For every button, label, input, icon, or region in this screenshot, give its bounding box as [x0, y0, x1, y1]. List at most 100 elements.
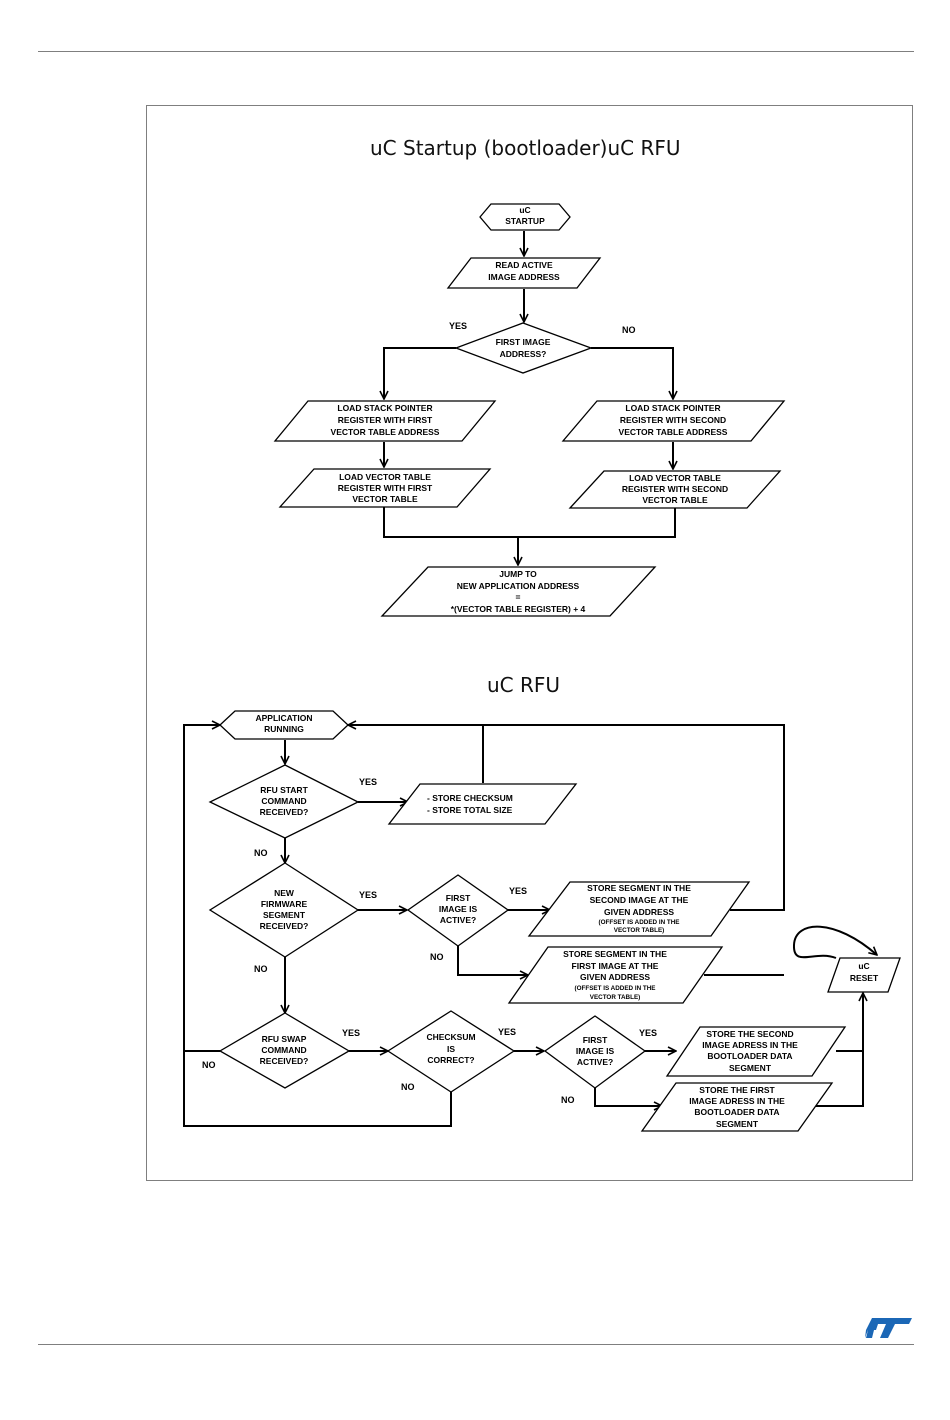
startup-start: uC STARTUP [479, 203, 571, 231]
svg-text:SEGMENT: SEGMENT [729, 1063, 772, 1073]
svg-text:STORE THE SECOND: STORE THE SECOND [706, 1029, 793, 1039]
svg-text:FIRST IMAGE AT THE: FIRST IMAGE AT THE [572, 961, 659, 971]
first-image-decision: FIRST IMAGE ADDRESS? [454, 322, 593, 374]
svg-text:REGISTER WITH FIRST: REGISTER WITH FIRST [338, 483, 433, 493]
svg-text:VECTOR TABLE ADDRESS: VECTOR TABLE ADDRESS [331, 427, 440, 437]
svg-text:GIVEN ADDRESS: GIVEN ADDRESS [580, 972, 650, 982]
rfu-connectors [183, 725, 877, 1127]
svg-text:LOAD STACK POINTER: LOAD STACK POINTER [337, 403, 432, 413]
svg-text:FIRST IMAGE: FIRST IMAGE [496, 337, 551, 347]
svg-text:APPLICATION: APPLICATION [256, 713, 313, 723]
checksum-no: NO [401, 1082, 415, 1092]
startup-yes-label: YES [449, 321, 467, 331]
svg-text:STORE SEGMENT IN THE: STORE SEGMENT IN THE [563, 949, 667, 959]
store-segment-first: STORE SEGMENT IN THE FIRST IMAGE AT THE … [507, 946, 724, 1004]
svg-text:IMAGE ADRESS IN THE: IMAGE ADRESS IN THE [689, 1096, 785, 1106]
svg-text:REGISTER WITH SECOND: REGISTER WITH SECOND [622, 484, 728, 494]
svg-text:IMAGE ADRESS IN THE: IMAGE ADRESS IN THE [702, 1040, 798, 1050]
first-image-active-decision-2: FIRST IMAGE IS ACTIVE? [543, 1015, 647, 1089]
load-vt-first: LOAD VECTOR TABLE REGISTER WITH FIRST VE… [278, 468, 492, 508]
first-active-1-no: NO [430, 952, 444, 962]
svg-text:FIRST: FIRST [583, 1035, 608, 1045]
svg-text:BOOTLOADER DATA: BOOTLOADER DATA [694, 1107, 779, 1117]
svg-text:SEGMENT: SEGMENT [263, 910, 306, 920]
svg-text:=: = [516, 592, 521, 602]
load-sp-first: LOAD STACK POINTER REGISTER WITH FIRST V… [273, 400, 497, 442]
svg-text:COMMAND: COMMAND [261, 1045, 306, 1055]
svg-text:FIRMWARE: FIRMWARE [261, 899, 308, 909]
st-logo [865, 1318, 912, 1338]
svg-text:RUNNING: RUNNING [264, 724, 304, 734]
svg-text:STARTUP: STARTUP [505, 216, 545, 226]
new-firmware-decision: NEW FIRMWARE SEGMENT RECEIVED? [208, 862, 360, 958]
svg-text:IMAGE ADDRESS: IMAGE ADDRESS [488, 272, 560, 282]
svg-text:REGISTER WITH FIRST: REGISTER WITH FIRST [338, 415, 433, 425]
svg-text:SECOND IMAGE AT THE: SECOND IMAGE AT THE [590, 895, 689, 905]
svg-text:IMAGE IS: IMAGE IS [439, 904, 478, 914]
svg-text:NEW APPLICATION ADDRESS: NEW APPLICATION ADDRESS [457, 581, 580, 591]
svg-text:ACTIVE?: ACTIVE? [577, 1057, 613, 1067]
new-fw-yes: YES [359, 890, 377, 900]
rfu-swap-no: NO [202, 1060, 216, 1070]
svg-text:VECTOR TABLE ADDRESS: VECTOR TABLE ADDRESS [619, 427, 728, 437]
svg-text:BOOTLOADER DATA: BOOTLOADER DATA [707, 1051, 792, 1061]
rfu-title: uC RFU [487, 673, 561, 697]
svg-text:ADDRESS?: ADDRESS? [500, 349, 547, 359]
svg-text:FIRST: FIRST [446, 893, 471, 903]
rfu-swap-decision: RFU SWAP COMMAND RECEIVED? [218, 1012, 351, 1089]
svg-text:uC: uC [519, 205, 530, 215]
svg-text:(OFFSET IS ADDED IN THE: (OFFSET IS ADDED IN THE [599, 919, 680, 926]
load-sp-second: LOAD STACK POINTER REGISTER WITH SECOND … [561, 400, 786, 442]
store-segment-second: STORE SEGMENT IN THE SECOND IMAGE AT THE… [527, 881, 751, 937]
svg-text:VECTOR TABLE: VECTOR TABLE [642, 495, 708, 505]
startup-title: uC Startup (bootloader)uC RFU [370, 136, 681, 160]
svg-text:RESET: RESET [850, 973, 879, 983]
store-checksum: - STORE CHECKSUM - STORE TOTAL SIZE [387, 783, 578, 825]
svg-text:STORE SEGMENT IN THE: STORE SEGMENT IN THE [587, 883, 691, 893]
rfu-swap-yes: YES [342, 1028, 360, 1038]
first-active-1-yes: YES [509, 886, 527, 896]
svg-text:JUMP TO: JUMP TO [499, 569, 537, 579]
svg-text:RFU START: RFU START [260, 785, 308, 795]
svg-text:(OFFSET IS ADDED IN THE: (OFFSET IS ADDED IN THE [575, 985, 656, 992]
svg-text:RECEIVED?: RECEIVED? [260, 921, 309, 931]
uc-reset: uC RESET [827, 957, 901, 993]
svg-text:RFU SWAP: RFU SWAP [262, 1034, 307, 1044]
svg-text:COMMAND: COMMAND [261, 796, 306, 806]
first-image-active-decision-1: FIRST IMAGE IS ACTIVE? [406, 874, 510, 947]
header-rule [38, 51, 914, 52]
svg-text:CHECKSUM: CHECKSUM [426, 1032, 475, 1042]
svg-text:- STORE CHECKSUM: - STORE CHECKSUM [427, 793, 513, 803]
svg-text:VECTOR TABLE: VECTOR TABLE [352, 494, 418, 504]
svg-text:STORE THE FIRST: STORE THE FIRST [699, 1085, 775, 1095]
svg-text:REGISTER WITH SECOND: REGISTER WITH SECOND [620, 415, 726, 425]
figure-frame [146, 105, 913, 1181]
footer-rule [38, 1344, 914, 1345]
rfu-start-no: NO [254, 848, 268, 858]
svg-text:CORRECT?: CORRECT? [427, 1055, 474, 1065]
svg-text:LOAD STACK POINTER: LOAD STACK POINTER [625, 403, 720, 413]
svg-text:VECTOR TABLE): VECTOR TABLE) [590, 994, 641, 1001]
new-fw-no: NO [254, 964, 268, 974]
svg-text:RECEIVED?: RECEIVED? [260, 1056, 309, 1066]
svg-text:VECTOR TABLE): VECTOR TABLE) [614, 927, 665, 934]
svg-text:IS: IS [447, 1044, 455, 1054]
svg-text:NEW: NEW [274, 888, 295, 898]
svg-text:*(VECTOR TABLE REGISTER) + 4: *(VECTOR TABLE REGISTER) + 4 [451, 604, 586, 614]
checksum-yes: YES [498, 1027, 516, 1037]
store-second-bootloader: STORE THE SECOND IMAGE ADRESS IN THE BOO… [665, 1026, 847, 1077]
rfu-start-decision: RFU START COMMAND RECEIVED? [208, 764, 360, 839]
svg-text:LOAD VECTOR TABLE: LOAD VECTOR TABLE [339, 472, 431, 482]
store-first-bootloader: STORE THE FIRST IMAGE ADRESS IN THE BOOT… [640, 1082, 834, 1132]
startup-no-label: NO [622, 325, 636, 335]
svg-text:RECEIVED?: RECEIVED? [260, 807, 309, 817]
svg-text:IMAGE IS: IMAGE IS [576, 1046, 615, 1056]
first-active-2-yes: YES [639, 1028, 657, 1038]
application-running: APPLICATION RUNNING [219, 710, 349, 740]
load-vt-second: LOAD VECTOR TABLE REGISTER WITH SECOND V… [568, 470, 782, 509]
svg-text:ACTIVE?: ACTIVE? [440, 915, 476, 925]
svg-text:- STORE TOTAL SIZE: - STORE TOTAL SIZE [427, 805, 513, 815]
rfu-start-yes: YES [359, 777, 377, 787]
startup-connectors [384, 231, 675, 565]
